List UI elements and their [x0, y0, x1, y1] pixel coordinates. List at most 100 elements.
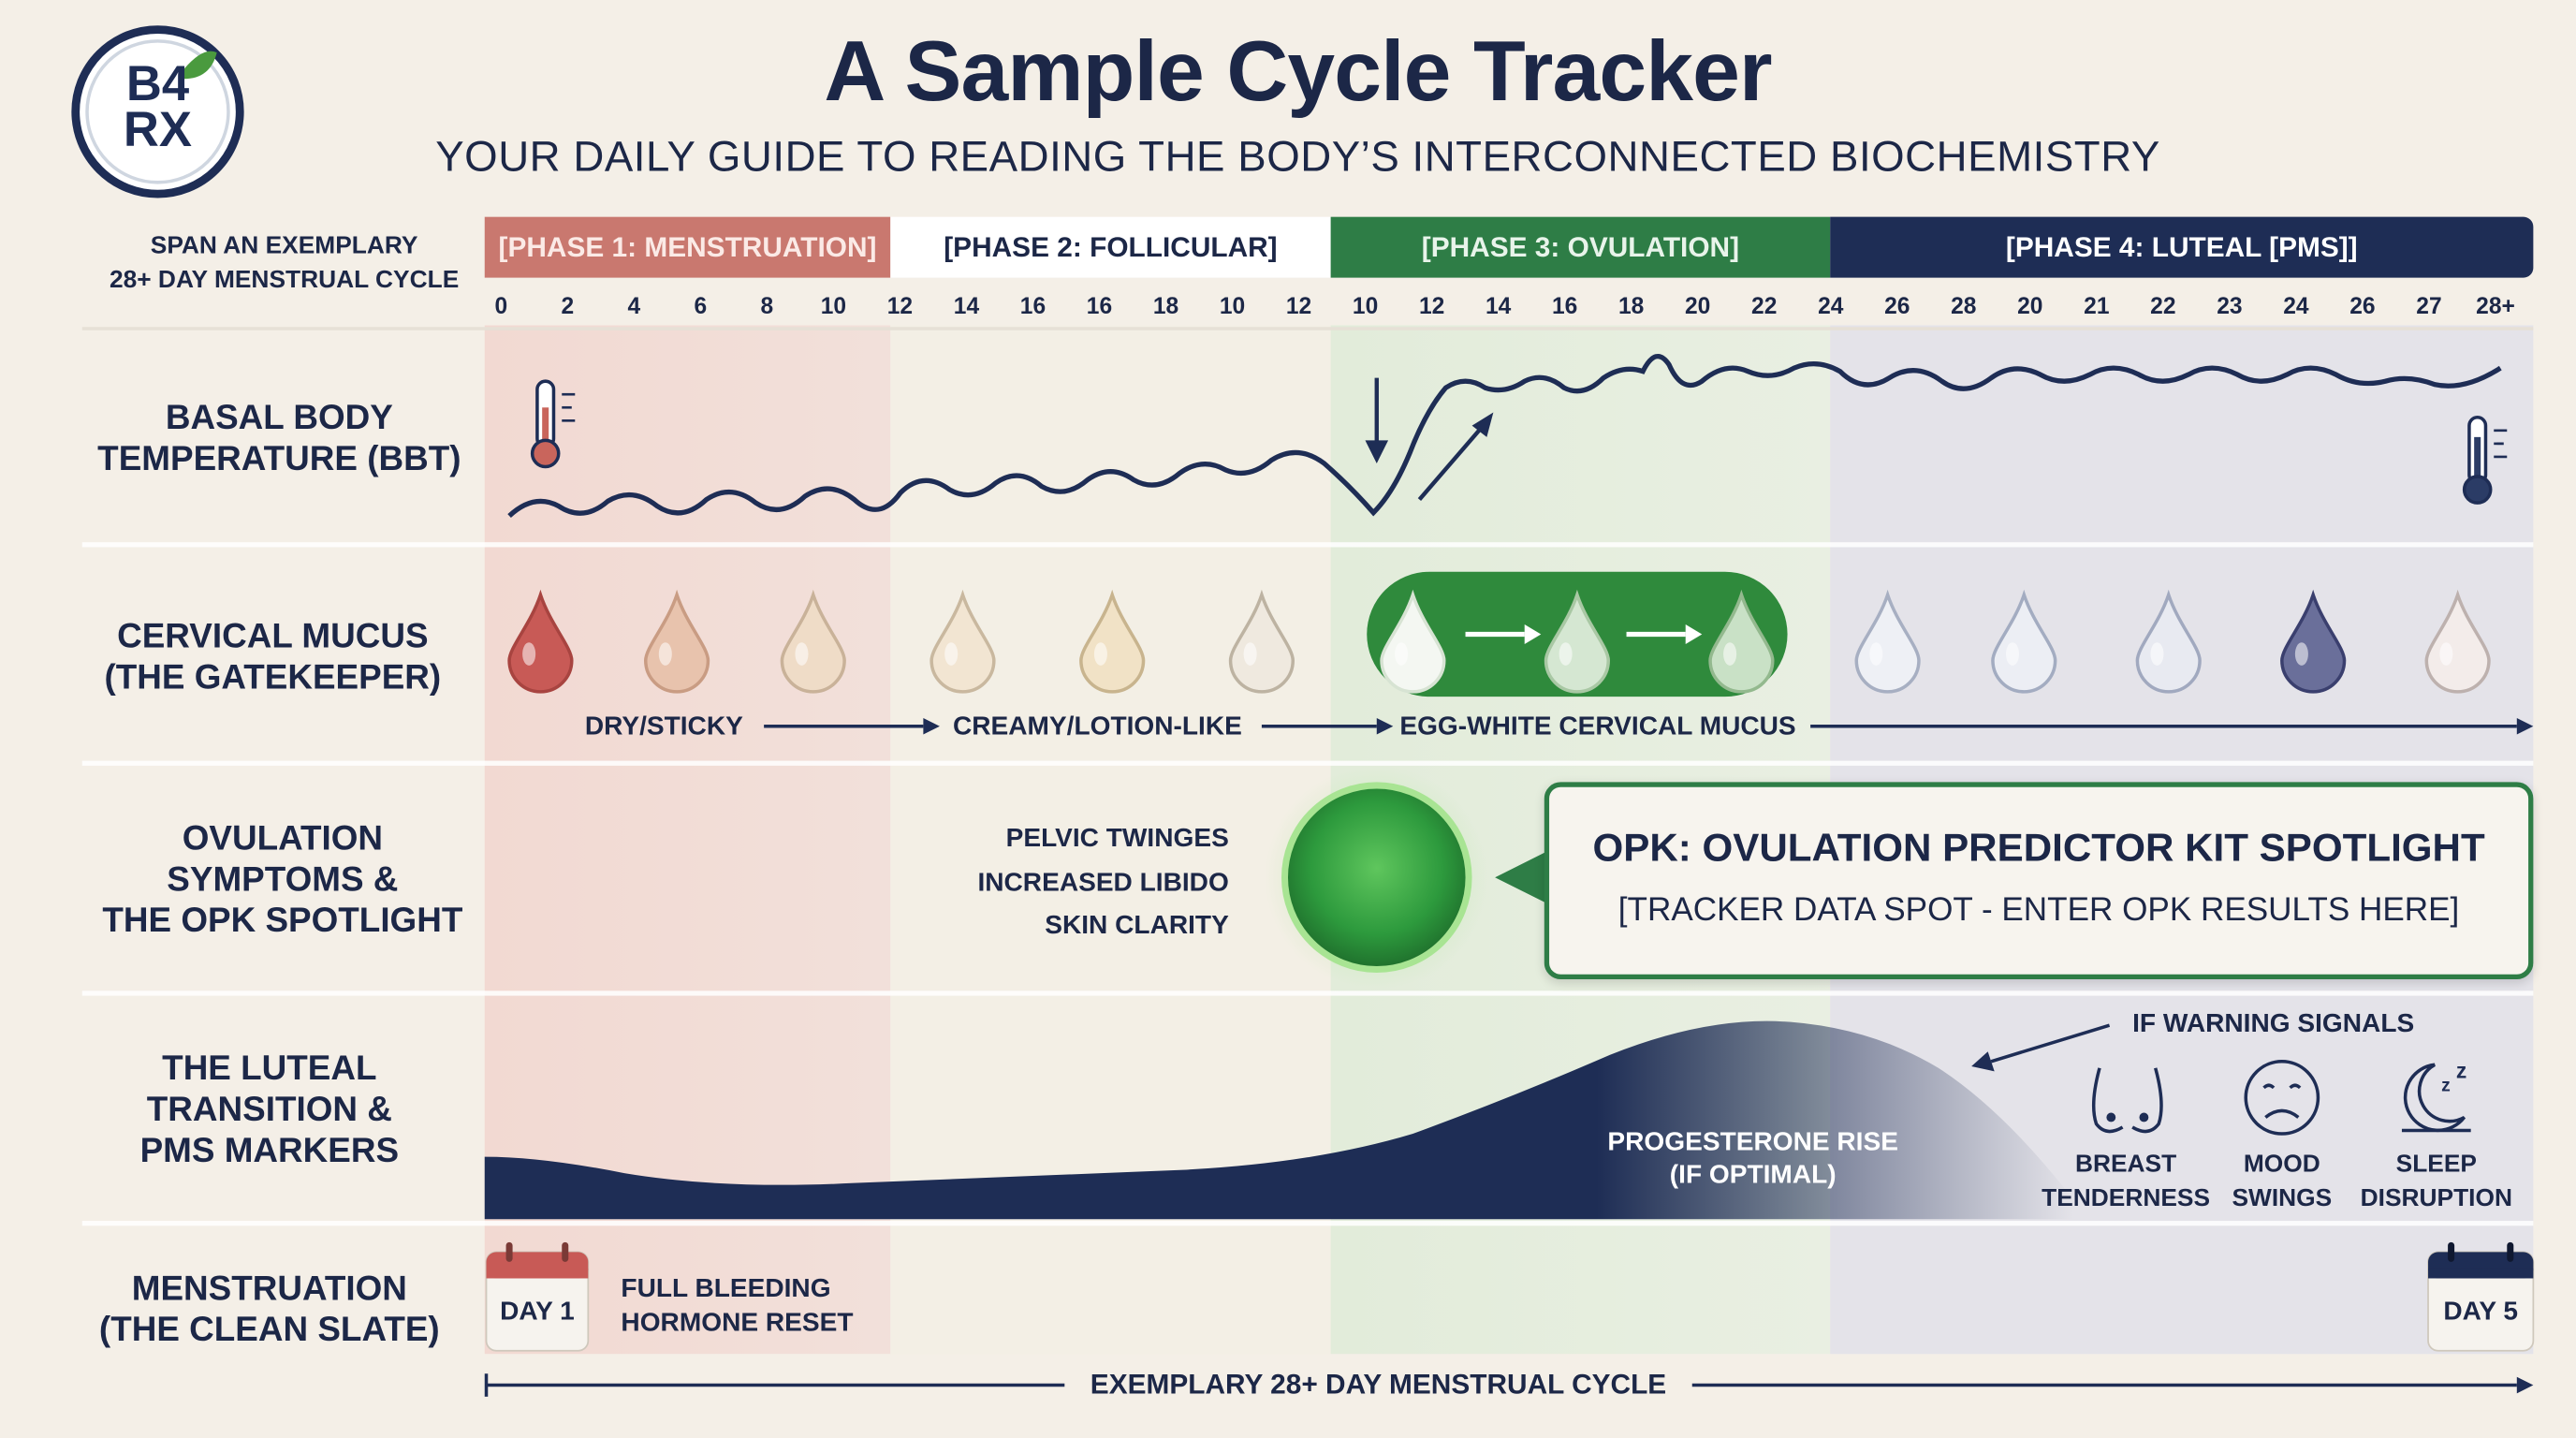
progesterone-label: PROGESTERONE RISE (IF OPTIMAL) — [1580, 1127, 1925, 1193]
sad-face-icon — [2244, 1060, 2320, 1136]
drop-highlight — [658, 642, 672, 666]
page-title: A Sample Cycle Tracker — [824, 24, 1772, 121]
pms-marker-mood: MOOD SWINGS — [2217, 1147, 2346, 1216]
row-label-luteal: THE LUTEAL TRANSITION & PMS MARKERS — [56, 1049, 483, 1172]
breast-icon — [2091, 1067, 2163, 1134]
mucus-drop-icon — [1380, 589, 1446, 694]
warning-arrow — [1990, 1023, 2111, 1064]
drop-highlight — [2150, 642, 2164, 666]
mucus-drop-icon — [1991, 589, 2057, 694]
row-label-line: OVULATION — [182, 819, 384, 858]
row-label-line: BASAL BODY — [165, 399, 393, 437]
day-tick: 24 — [1818, 292, 1844, 319]
hormone-reset-label: HORMONE RESET — [621, 1309, 854, 1338]
row-label-menstruation: MENSTRUATION (THE CLEAN SLATE) — [56, 1269, 483, 1351]
day-tick: 23 — [2217, 292, 2243, 319]
menstruation-notes: FULL BLEEDING HORMONE RESET — [621, 1271, 853, 1341]
drop-highlight — [2005, 642, 2020, 666]
row-label-mucus: CERVICAL MUCUS (THE GATEKEEPER) — [59, 616, 486, 698]
pms-marker-line: SLEEP — [2395, 1150, 2477, 1179]
day-tick: 27 — [2416, 292, 2442, 319]
drop-highlight — [2294, 642, 2308, 666]
svg-text:z: z — [2441, 1076, 2451, 1095]
day-tick: 10 — [1219, 292, 1246, 319]
ovulation-symptoms-list: PELVIC TWINGES INCREASED LIBIDO SKIN CLA… — [900, 818, 1229, 949]
opk-results-entry[interactable]: [TRACKER DATA SPOT - ENTER OPK RESULTS H… — [1617, 892, 2460, 929]
day-tick: 28 — [1951, 292, 1977, 319]
day-tick: 2 — [561, 292, 575, 319]
drop-highlight — [1559, 642, 1573, 666]
day-tick: 18 — [1617, 292, 1645, 319]
cycle-footer-label: EXEMPLARY 28+ DAY MENSTRUAL CYCLE — [1090, 1368, 1667, 1401]
drop-highlight — [1093, 642, 1107, 666]
day-tick: 6 — [694, 292, 708, 319]
mucus-drop-icon — [1854, 589, 1921, 694]
row-label-line: MENSTRUATION — [131, 1269, 407, 1309]
progesterone-line1: PROGESTERONE RISE — [1607, 1128, 1898, 1157]
calendar-icon — [2427, 1241, 2535, 1352]
row-label-bbt: BASAL BODY TEMPERATURE (BBT) — [66, 398, 492, 480]
row-label-line: CERVICAL MUCUS — [117, 617, 429, 656]
day-tick: 4 — [627, 292, 641, 319]
day-tick: 12 — [1285, 292, 1312, 319]
day-tick: 8 — [760, 292, 774, 319]
warning-label: IF WARNING SIGNALS — [2132, 1010, 2415, 1039]
pms-marker-sleep: SLEEP DISRUPTION — [2349, 1147, 2524, 1216]
opk-title: OPK: OVULATION PREDICTOR KIT SPOTLIGHT — [1592, 826, 2485, 872]
phase-follicular: [PHASE 2: FOLLICULAR] — [890, 216, 1331, 278]
day-start-label: DAY 1 — [500, 1298, 575, 1327]
day-tick: 20 — [2017, 292, 2043, 319]
mucus-drop-icon — [1079, 589, 1146, 694]
day-tick: 10 — [1352, 292, 1379, 319]
mucus-drop-icon — [1544, 589, 1610, 694]
drop-highlight — [1723, 642, 1737, 666]
callout-pointer — [1495, 851, 1548, 904]
mucus-drop-icon — [929, 589, 996, 694]
pms-marker-breast: BREAST TENDERNESS — [2037, 1147, 2215, 1216]
mucus-label-creamy: CREAMY/LOTION-LIKE — [952, 712, 1242, 741]
phase-ovulation: [PHASE 3: OVULATION] — [1330, 216, 1831, 278]
mucus-drop-icon — [2135, 589, 2202, 694]
calendar-icon — [485, 1241, 590, 1352]
mucus-drop-icon — [2424, 589, 2491, 694]
pms-marker-line: DISRUPTION — [2360, 1184, 2512, 1213]
row-label-line: THE LUTEAL — [162, 1049, 377, 1088]
day-tick: 22 — [1751, 292, 1778, 319]
drop-highlight — [795, 642, 809, 666]
day-tick: 20 — [1685, 292, 1711, 319]
pms-marker-line: TENDERNESS — [2042, 1184, 2211, 1213]
drop-highlight — [1395, 642, 1409, 666]
phase-menstruation: [PHASE 1: MENSTRUATION] — [484, 216, 891, 278]
mucus-drops — [507, 589, 2491, 694]
thermometer-icon — [2462, 416, 2508, 505]
phase-luteal: [PHASE 4: LUTEAL [PMS]] — [1830, 216, 2534, 278]
mucus-label-egg-white: EGG-WHITE CERVICAL MUCUS — [1399, 712, 1796, 741]
drop-highlight — [944, 642, 959, 666]
day-tick: 0 — [494, 292, 508, 319]
day-tick: 28+ — [2476, 292, 2515, 319]
day-tick: 16 — [1019, 292, 1046, 319]
span-label: SPAN AN EXEMPLARY 28+ DAY MENSTRUAL CYCL… — [82, 228, 487, 298]
day-tick: 14 — [1485, 292, 1512, 319]
day-tick: 14 — [953, 292, 980, 319]
mucus-drop-icon — [780, 589, 846, 694]
row-label-symptoms: OVULATION SYMPTOMS & THE OPK SPOTLIGHT — [69, 818, 496, 942]
mucus-drop-icon — [507, 589, 574, 694]
progesterone-line2: (IF OPTIMAL) — [1669, 1161, 1837, 1190]
drop-highlight — [522, 642, 536, 666]
day-tick: 18 — [1152, 292, 1179, 319]
svg-text:z: z — [2456, 1058, 2466, 1082]
row-label-line: (THE CLEAN SLATE) — [98, 1311, 440, 1349]
opk-orb-icon — [1281, 782, 1472, 974]
opk-spotlight-box[interactable]: OPK: OVULATION PREDICTOR KIT SPOTLIGHT [… — [1544, 782, 2534, 980]
row-label-line: TEMPERATURE (BBT) — [97, 440, 461, 478]
day-tick: 24 — [2283, 292, 2309, 319]
logo-line1: B4 — [125, 57, 190, 112]
pms-marker-line: BREAST — [2074, 1150, 2177, 1179]
rise-arrow — [1417, 425, 1484, 501]
row-label-line: TRANSITION & — [146, 1091, 392, 1129]
drop-highlight — [1243, 642, 1257, 666]
symptom-item: SKIN CLARITY — [1045, 912, 1229, 940]
mucus-drop-icon — [1708, 589, 1775, 694]
